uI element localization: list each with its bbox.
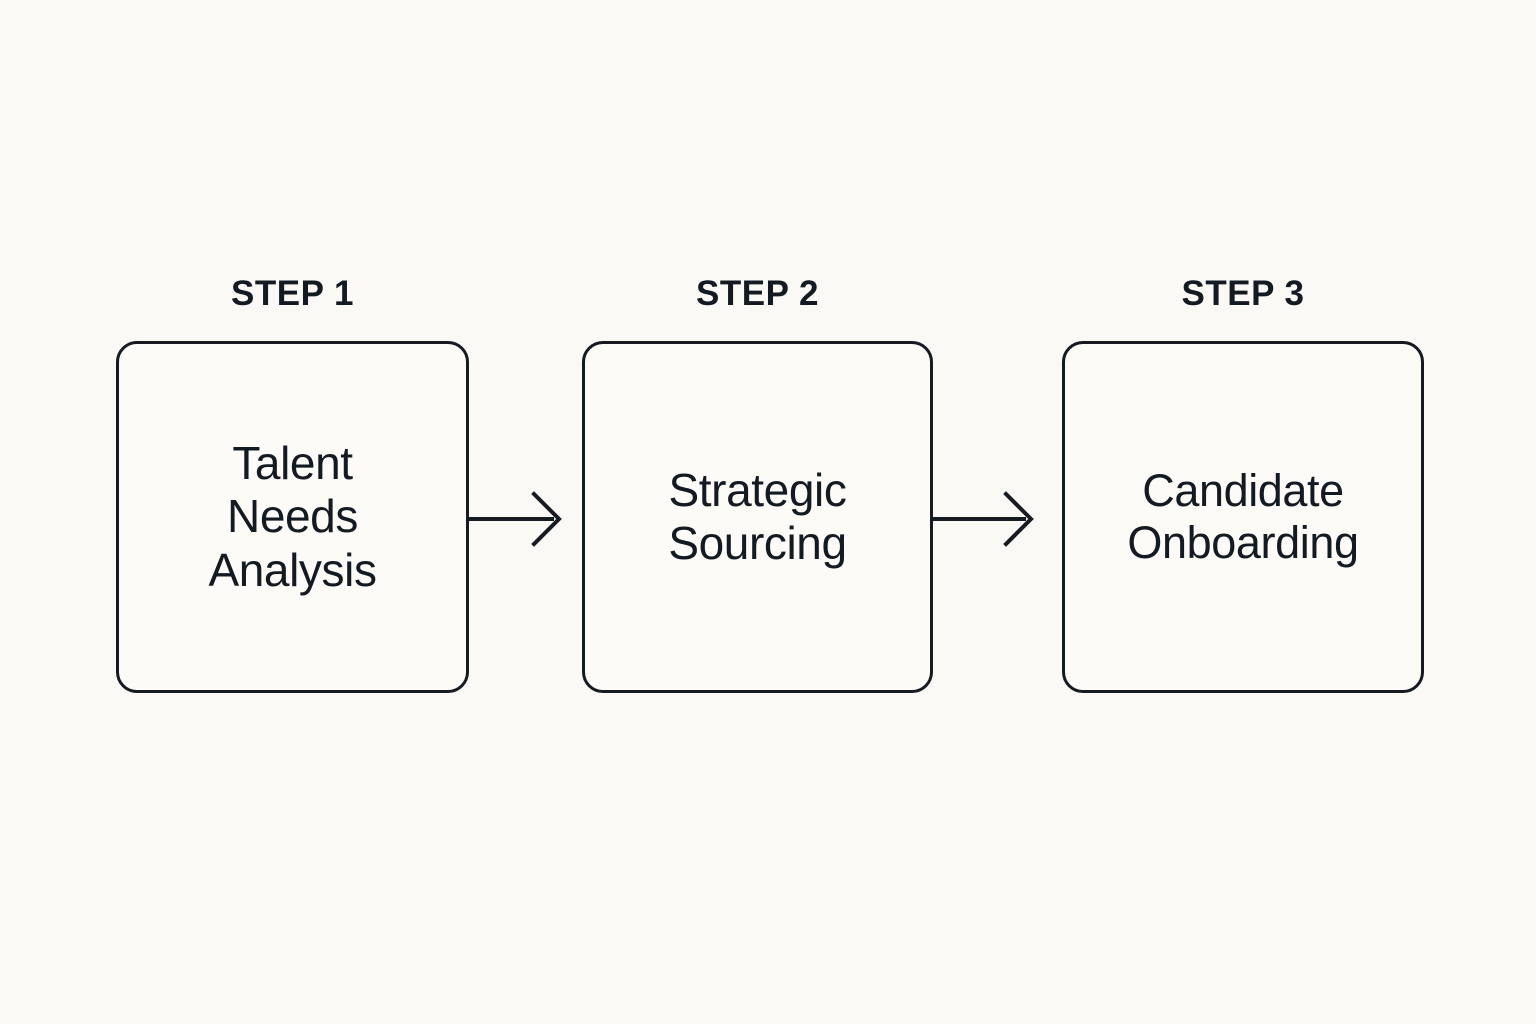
step-column-3: STEP 3 Candidate Onboarding <box>1062 276 1424 693</box>
step-box-3-line-2: Onboarding <box>1127 517 1359 568</box>
step-box-3-text: Candidate Onboarding <box>1121 465 1364 569</box>
step-box-1-line-2: Needs <box>227 490 358 543</box>
step-box-2-line-2: Sourcing <box>668 517 847 569</box>
step-box-3[interactable]: Candidate Onboarding <box>1062 341 1424 693</box>
step-box-1-text: Talent Needs Analysis <box>202 437 382 597</box>
step-box-2[interactable]: Strategic Sourcing <box>582 341 933 693</box>
step-box-2-text: Strategic Sourcing <box>662 464 852 571</box>
step-column-1: STEP 1 Talent Needs Analysis <box>116 276 469 693</box>
step-label-3: STEP 3 <box>1181 274 1305 313</box>
step-box-3-line-1: Candidate <box>1142 464 1344 516</box>
step-box-1[interactable]: Talent Needs Analysis <box>116 341 469 693</box>
arrow-right-icon <box>932 491 1034 547</box>
step-label-2: STEP 2 <box>696 274 819 313</box>
arrow-right-icon <box>468 491 562 547</box>
step-label-1: STEP 1 <box>231 274 354 313</box>
step-box-1-line-3: Analysis <box>208 543 377 596</box>
step-box-2-line-1: Strategic <box>668 463 847 516</box>
step-column-2: STEP 2 Strategic Sourcing <box>582 276 933 693</box>
step-box-1-line-1: Talent <box>232 436 353 489</box>
